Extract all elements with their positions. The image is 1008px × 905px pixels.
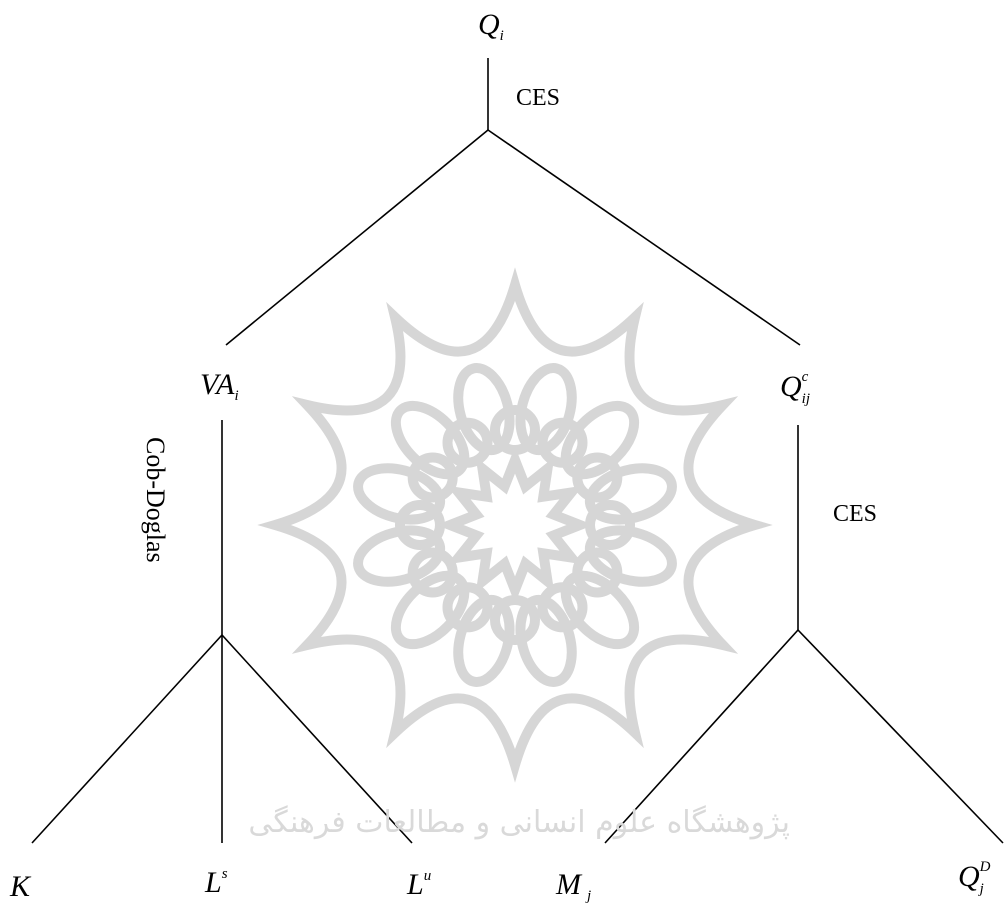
rosette-inner-loop bbox=[400, 505, 440, 545]
node-va-i-base: VA bbox=[200, 368, 234, 401]
edge-qc-to-qd bbox=[798, 630, 1003, 843]
node-m-j-sub: j bbox=[587, 888, 591, 904]
node-l-s-base: L bbox=[205, 866, 222, 899]
edge-top-to-va bbox=[226, 130, 488, 345]
watermark-rosette bbox=[275, 285, 755, 765]
node-q-i-sub: i bbox=[500, 28, 504, 44]
node-q-j-d-sup: D bbox=[980, 860, 991, 875]
node-l-u-sup: u bbox=[424, 868, 432, 884]
rosette-inner-loop bbox=[495, 600, 535, 640]
edge-label-ces-right: CES bbox=[833, 502, 877, 526]
node-k: K bbox=[10, 872, 30, 902]
node-q-ij-c-base: Q bbox=[780, 370, 802, 403]
node-va-i: VAi bbox=[200, 370, 239, 400]
rosette-center-star bbox=[450, 460, 580, 590]
node-q-j-d-base: Q bbox=[958, 860, 980, 893]
node-k-base: K bbox=[10, 870, 30, 903]
rosette-inner-loop bbox=[495, 410, 535, 450]
node-l-s: Ls bbox=[205, 868, 228, 898]
node-q-ij-c-sub: ij bbox=[802, 392, 810, 407]
edge-top-to-qc bbox=[488, 130, 800, 345]
node-q-ij-c-sup: c bbox=[802, 370, 809, 385]
node-l-u: Lu bbox=[407, 870, 431, 900]
rosette-outer-star bbox=[275, 285, 755, 765]
node-l-u-base: L bbox=[407, 868, 424, 901]
edge-label-cob-douglas: Cob-Doglas bbox=[142, 437, 168, 563]
node-q-i-base: Q bbox=[478, 8, 500, 41]
rosette-inner-loop bbox=[590, 505, 630, 545]
node-q-i: Qi bbox=[478, 10, 504, 40]
node-l-s-sup: s bbox=[222, 866, 228, 882]
node-m-j-base: M bbox=[556, 868, 581, 901]
edge-va-to-k bbox=[32, 635, 222, 843]
watermark-text: پژوهشگاه علوم انسانی و مطالعات فرهنگی bbox=[300, 805, 790, 840]
node-q-j-d-sub: j bbox=[980, 882, 984, 897]
node-va-i-sub: i bbox=[234, 388, 238, 404]
edge-label-ces-top: CES bbox=[516, 86, 560, 110]
